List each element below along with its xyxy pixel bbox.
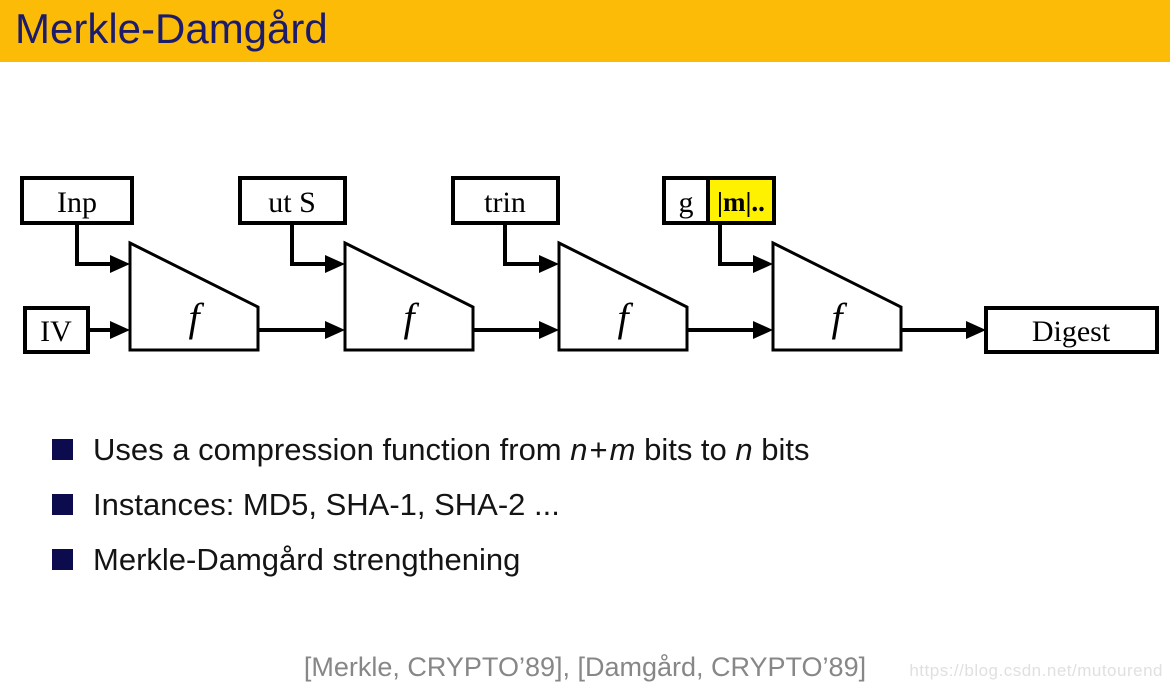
chain-arrowheads [110, 321, 986, 339]
bullet-square-icon [52, 494, 73, 515]
block-label-2: ut S [268, 186, 316, 219]
compression-fn-4 [771, 240, 903, 352]
block-label-4: g [679, 186, 694, 219]
bullet-text-3: Merkle-Damgård strengthening [93, 542, 521, 577]
block-arrowheads [110, 255, 773, 273]
bullet1-text-c: bits [761, 432, 810, 467]
bullet-item-2: Instances: MD5, SHA-1, SHA-2 ... [52, 487, 560, 523]
bullet-square-icon [52, 549, 73, 570]
merkle-damgard-diagram: Inp ut S trin g |m|.. IV Digest f f f f [20, 176, 1159, 354]
length-pad-highlight [708, 178, 774, 223]
length-pad-label: |m|.. [717, 187, 765, 217]
slide-title-bar: Merkle-Damgård [0, 0, 1170, 62]
iv-box [23, 306, 90, 354]
math-m: m [609, 432, 636, 467]
page-title: Merkle-Damgård [15, 5, 328, 52]
math-plus: + [589, 432, 608, 467]
iv-label: IV [40, 315, 72, 348]
math-n2: n [735, 432, 753, 467]
bullet-item-3: Merkle-Damgård strengthening [52, 542, 520, 578]
bullet-text-1: Uses a compression function from n+m bit… [93, 432, 810, 468]
citation: [Merkle, CRYPTO’89], [Damgård, CRYPTO’89… [303, 652, 867, 682]
bullet1-text-a: Uses a compression function from [93, 432, 562, 467]
bullet-text-2: Instances: MD5, SHA-1, SHA-2 ... [93, 487, 560, 522]
compression-fn-3 [557, 240, 689, 352]
block-label-3: trin [484, 186, 526, 219]
bullet-square-icon [52, 439, 73, 460]
math-n1: n [570, 432, 588, 467]
bullet1-text-b: bits to [644, 432, 727, 467]
digest-box [984, 306, 1159, 354]
compression-fn-2 [343, 240, 475, 352]
block-box-3 [451, 176, 560, 225]
block-box-2 [238, 176, 347, 225]
bullet-item-1: Uses a compression function from n+m bit… [52, 432, 810, 468]
digest-label: Digest [1032, 315, 1111, 348]
block-arrows [75, 221, 755, 266]
block-label-1: Inp [57, 186, 97, 219]
watermark-url: https://blog.csdn.net/mutourend [909, 661, 1163, 680]
compression-fn-1 [128, 240, 260, 352]
